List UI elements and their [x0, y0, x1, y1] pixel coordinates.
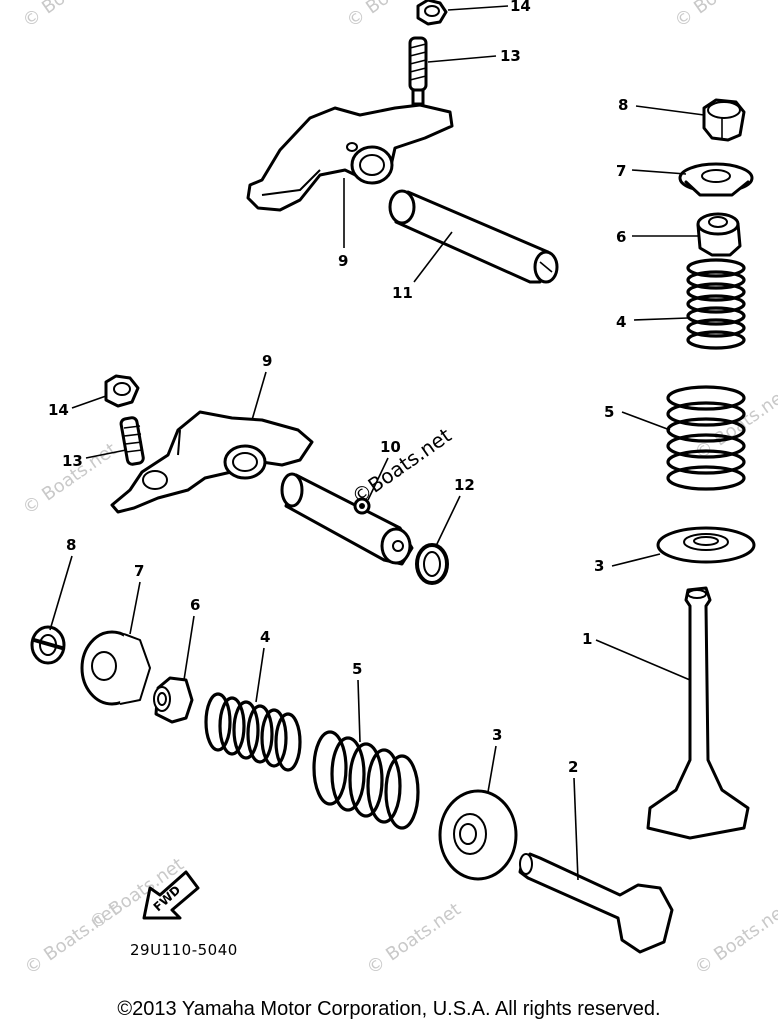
watermark: © Boats.net [671, 0, 773, 32]
watermark: © Boats.net [691, 899, 778, 979]
lower-assembly: FWD [30, 374, 674, 954]
callout-5-upper: 5 [604, 403, 614, 421]
rocker-arm-9-upper [246, 103, 454, 212]
callout-6-lower: 6 [190, 596, 200, 614]
valve-1-upper [646, 586, 750, 840]
watermark: © Boats.net [19, 439, 121, 519]
callout-5-lower: 5 [352, 660, 362, 678]
callouts: 14 13 9 11 8 7 6 4 5 3 1 9 14 13 10 12 8… [48, 0, 628, 776]
rocker-arm-9-lower [110, 410, 314, 514]
outer-spring-5-lower [312, 730, 420, 830]
adjusting-screw-13-upper [408, 36, 428, 106]
spring-seat-3-lower [438, 789, 518, 881]
rocker-shaft-11-upper [388, 189, 559, 284]
callout-9-upper: 9 [338, 252, 348, 270]
inner-spring-4-upper [686, 258, 746, 350]
valve-cotter-8-upper [702, 98, 746, 142]
valve-seal-6-lower [153, 676, 194, 724]
callout-12-lower: 12 [454, 476, 475, 494]
callout-10-lower: 10 [380, 438, 401, 456]
watermark-center: ©Boats.net [347, 423, 456, 509]
callout-6-upper: 6 [616, 228, 626, 246]
spring-seat-3-upper [656, 526, 756, 564]
copyright-notice: ©2013 Yamaha Motor Corporation, U.S.A. A… [117, 998, 661, 1020]
upper-assembly [246, 0, 756, 840]
valve-seal-6-upper [696, 212, 742, 257]
callout-13-lower: 13 [62, 452, 83, 470]
callout-4-lower: 4 [260, 628, 270, 646]
leader-lines [49, 5, 705, 881]
rocker-shaft-10-lower [280, 472, 414, 566]
callout-7-lower: 7 [134, 562, 144, 580]
watermark: © Boats.net [363, 899, 465, 979]
callout-7-upper: 7 [616, 162, 626, 180]
callout-3-upper: 3 [594, 557, 604, 575]
callout-11-upper: 11 [392, 284, 413, 302]
spring-retainer-7-lower [80, 630, 151, 706]
spring-retainer-7-upper [678, 162, 754, 197]
o-ring-12-lower [415, 543, 449, 585]
diagram-code: 29U110-5040 [130, 941, 238, 959]
callout-2-lower: 2 [568, 758, 578, 776]
callout-14-lower: 14 [48, 401, 69, 419]
valve-2-lower [518, 852, 674, 954]
callout-8-lower: 8 [66, 536, 76, 554]
watermark: © Boats.net [19, 0, 121, 32]
parts-diagram: © Boats.net © Boats.net © Boats.net © Bo… [19, 0, 778, 979]
callout-14-upper: 14 [510, 0, 531, 15]
valve-cotter-8-lower [30, 625, 66, 665]
nut-14-upper [416, 0, 448, 26]
inner-spring-4-lower [204, 692, 302, 772]
callout-9-lower: 9 [262, 352, 272, 370]
callout-1-upper: 1 [582, 630, 592, 648]
nut-14-lower [104, 374, 140, 408]
callout-3-lower: 3 [492, 726, 502, 744]
callout-13-upper: 13 [500, 47, 521, 65]
callout-8-upper: 8 [618, 96, 628, 114]
adjusting-screw-13-lower [119, 416, 145, 466]
callout-4-upper: 4 [616, 313, 626, 331]
